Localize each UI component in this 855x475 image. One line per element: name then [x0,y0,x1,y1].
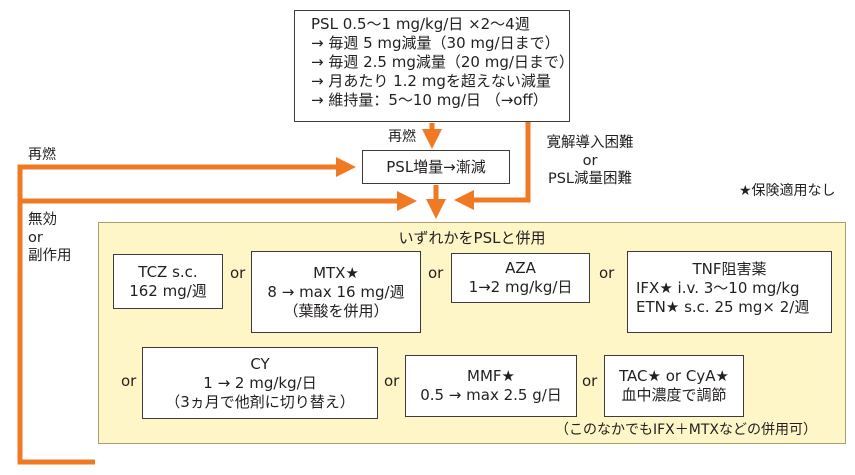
tcz-name: TCZ s.c. [138,262,198,281]
cy-note: （3ヵ月で他剤に切り替え） [165,392,355,411]
mtx-name: MTX★ [313,263,359,282]
relapse-label-left: 再燃 [28,147,56,163]
tac-note: 血中濃度で調節 [621,386,727,404]
ineffective-condition: 無効 or 副作用 [28,211,72,265]
drug-box-tac: TAC★ or CyA★ 血中濃度で調節 [604,355,744,417]
refractory-line-2: or [582,153,598,169]
or-label: or [599,264,615,282]
psl-line-4: → 月あたり 1.2 mgを超えない減量 [311,72,551,90]
psl-line-3: → 毎週 2.5 mg減量（20 mg/日まで） [311,53,574,71]
psl-increase-box: PSL増量→漸減 [362,150,510,184]
mtx-dose: 8 → max 16 mg/週 [267,282,405,301]
drug-box-aza: AZA 1→2 mg/kg/日 [451,253,590,303]
drug-box-mtx: MTX★ 8 → max 16 mg/週 （葉酸を併用） [251,251,421,333]
relapse-label-center: 再燃 [388,129,416,145]
tnf-etn: ETN★ s.c. 25 mg× 2/週 [636,298,810,316]
psl-initial-box: PSL 0.5〜1 mg/kg/日 ×2〜4週 → 毎週 5 mg減量（30 m… [294,10,574,122]
drug-box-tnf: TNF阻害薬 IFX★ i.v. 3〜10 mg/kg ETN★ s.c. 25… [627,251,832,333]
or-label: or [121,372,137,390]
cy-dose: 1 → 2 mg/kg/日 [203,373,317,392]
aza-dose: 1→2 mg/kg/日 [468,278,573,296]
drug-box-mmf: MMF★ 0.5 → max 2.5 g/日 [405,355,577,417]
drug-box-tcz: TCZ s.c. 162 mg/週 [113,254,223,309]
tnf-ifx: IFX★ i.v. 3〜10 mg/kg [636,279,800,297]
panel-title: いずれかをPSLと併用 [398,229,546,247]
tac-name: TAC★ or CyA★ [619,367,729,385]
psl-increase-label: PSL増量→漸減 [386,157,486,176]
or-label: or [384,372,400,390]
arrow-refractory-path [454,122,531,210]
or-label: or [230,264,246,282]
mmf-name: MMF★ [467,367,515,385]
ineffective-line-2: or [28,230,43,246]
or-label: or [428,264,444,282]
drug-box-cy: CY 1 → 2 mg/kg/日 （3ヵ月で他剤に切り替え） [142,347,378,419]
mmf-dose: 0.5 → max 2.5 g/日 [420,386,562,404]
ineffective-line-1: 無効 [28,212,57,228]
psl-line-5: → 維持量：5〜10 mg/日 （→off） [311,91,548,109]
no-insurance-note: ★保険適用なし [739,183,836,199]
refractory-line-1: 寛解導入困難 [546,135,634,151]
ineffective-line-3: 副作用 [28,248,72,264]
aza-name: AZA [505,259,536,277]
refractory-condition: 寛解導入困難 or PSL減量困難 [532,134,648,188]
panel-footnote: （このなかでもIFX＋MTXなどの併用可） [555,422,817,438]
refractory-line-3: PSL減量困難 [547,171,633,187]
psl-line-1: PSL 0.5〜1 mg/kg/日 ×2〜4週 [311,15,530,33]
cy-name: CY [250,354,270,373]
tnf-name: TNF阻害薬 [692,260,767,278]
psl-line-2: → 毎週 5 mg減量（30 mg/日まで） [311,34,560,52]
arrow-relapse-loop [17,157,356,465]
mtx-note: （葉酸を併用） [283,301,389,320]
tcz-dose: 162 mg/週 [129,281,207,300]
or-label: or [582,372,598,390]
